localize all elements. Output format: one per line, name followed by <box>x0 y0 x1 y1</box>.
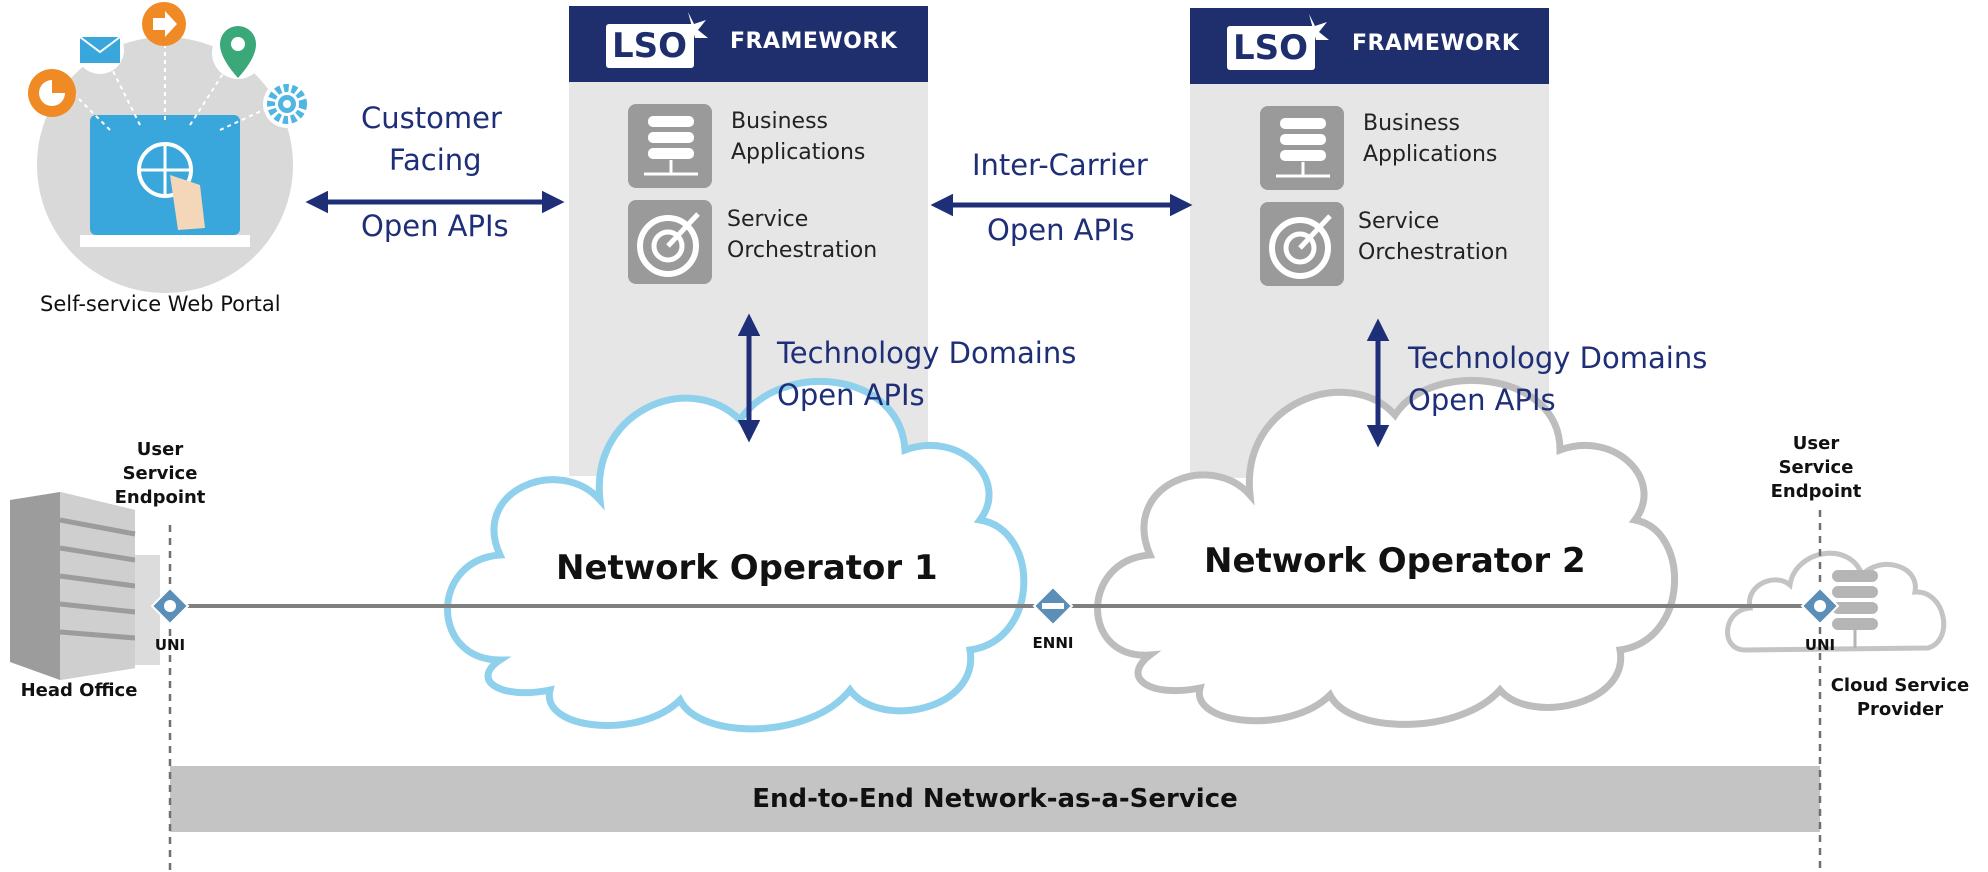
cloud-service-provider-label: Cloud Service Provider <box>1830 675 1970 720</box>
server-icon <box>1260 106 1344 190</box>
lso-logo-1 <box>606 12 708 68</box>
enni-diamond <box>1032 585 1074 627</box>
network-operator-2-label: Network Operator 2 <box>1204 541 1586 581</box>
business-applications-label-2: Business Applications <box>1363 111 1498 167</box>
uni-diamond-left <box>150 586 190 626</box>
building-icon <box>10 492 160 680</box>
arrow-right-icon <box>142 2 186 46</box>
user-service-endpoint-right: User Service Endpoint <box>1770 433 1862 502</box>
business-applications-label-1: Business Applications <box>731 109 866 165</box>
web-portal-label: Self-service Web Portal <box>40 292 281 316</box>
lso-logo-2 <box>1227 14 1329 70</box>
user-service-endpoint-left: User Service Endpoint <box>114 439 206 508</box>
mail-icon <box>76 26 124 74</box>
uni-label-left: UNI <box>154 636 186 654</box>
customer-facing-label-line3: Open APIs <box>361 209 509 243</box>
uni-diamond-right <box>1800 586 1840 626</box>
lso-logo-text-1: LSO <box>612 26 688 66</box>
network-operator-1-label: Network Operator 1 <box>556 548 938 588</box>
enni-label: ENNI <box>1032 634 1074 652</box>
head-office-label: Head Office <box>20 680 138 701</box>
technology-domains-label-1-line1: Technology Domains <box>777 336 1077 370</box>
server-icon <box>628 104 712 188</box>
pie-chart-icon <box>28 69 76 117</box>
network-operator-2-cloud <box>1094 376 1678 728</box>
inter-carrier-label-line2: Open APIs <box>987 213 1135 247</box>
target-icon <box>1260 202 1344 286</box>
uni-label-right: UNI <box>1804 636 1836 654</box>
technology-domains-label-2-line2: Open APIs <box>1408 383 1556 417</box>
end-to-end-label: End-to-End Network-as-a-Service <box>752 784 1238 814</box>
customer-facing-label-line1: Customer <box>361 101 502 135</box>
service-orchestration-label-1: Service Orchestration <box>727 207 878 263</box>
gear-icon <box>263 80 311 128</box>
target-icon <box>628 200 712 284</box>
framework-title-2: FRAMEWORK <box>1352 31 1520 56</box>
mef-logo-text-1: MEF <box>591 34 604 60</box>
cloud-provider-icon <box>1725 550 1947 653</box>
service-orchestration-label-2: Service Orchestration <box>1358 209 1509 265</box>
mef-logo-text-2: MEF <box>1212 36 1225 62</box>
customer-facing-label-line2: Facing <box>389 143 482 177</box>
framework-title-1: FRAMEWORK <box>730 29 898 54</box>
inter-carrier-label-line1: Inter-Carrier <box>972 148 1148 182</box>
location-pin-icon <box>212 26 264 79</box>
lso-logo-text-2: LSO <box>1233 28 1309 68</box>
end-to-end-bar <box>170 766 1820 832</box>
network-operator-1-cloud <box>444 377 1028 733</box>
technology-domains-label-1-line2: Open APIs <box>777 378 925 412</box>
technology-domains-label-2-line1: Technology Domains <box>1408 341 1708 375</box>
